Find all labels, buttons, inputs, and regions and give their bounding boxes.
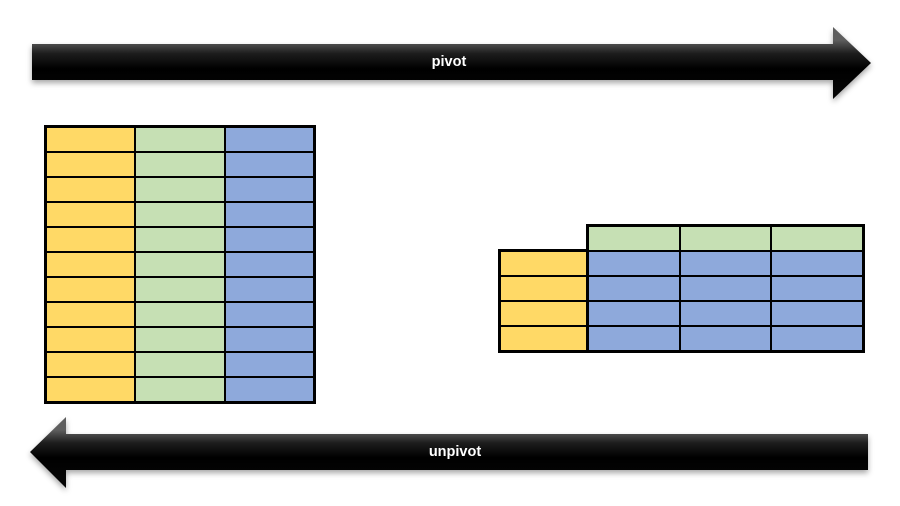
table-cell [225, 328, 313, 351]
table-cell [225, 253, 313, 276]
table-cell [772, 277, 862, 300]
table-cell [225, 353, 313, 376]
table-cell [589, 277, 679, 300]
table-cell [47, 278, 135, 301]
table-cell [136, 353, 224, 376]
table-cell [225, 278, 313, 301]
table-cell [47, 253, 135, 276]
unpivot-arrow-shape [30, 417, 868, 488]
unpivot-arrow: unpivot [30, 417, 868, 488]
wide-table-key-column [498, 249, 589, 353]
tall-table [44, 125, 316, 404]
table-cell [680, 227, 771, 250]
table-cell [47, 303, 135, 326]
unpivot-arrow-label: unpivot [429, 444, 482, 460]
table-cell [47, 128, 135, 151]
table-cell [136, 153, 224, 176]
pivot-arrow-label: pivot [432, 54, 467, 70]
table-cell [225, 228, 313, 251]
table-cell [136, 303, 224, 326]
table-cell [225, 303, 313, 326]
table-cell [589, 327, 679, 350]
table-cell [136, 178, 224, 201]
table-cell [772, 227, 862, 250]
table-cell [136, 203, 224, 226]
table-cell [589, 252, 679, 275]
table-cell [136, 278, 224, 301]
pivot-arrow: pivot [32, 27, 871, 99]
table-cell [225, 378, 313, 401]
table-cell [589, 227, 679, 250]
table-cell [136, 228, 224, 251]
table-cell [136, 253, 224, 276]
table-cell [501, 252, 586, 275]
table-cell [47, 353, 135, 376]
table-cell [680, 302, 771, 325]
table-cell [47, 153, 135, 176]
table-cell [225, 203, 313, 226]
table-cell [680, 327, 771, 350]
table-cell [772, 252, 862, 275]
table-cell [136, 128, 224, 151]
table-cell [589, 302, 679, 325]
table-cell [47, 178, 135, 201]
table-cell [225, 128, 313, 151]
table-cell [501, 302, 586, 325]
table-cell [136, 378, 224, 401]
table-cell [772, 302, 862, 325]
table-cell [680, 277, 771, 300]
table-cell [47, 328, 135, 351]
table-cell [47, 228, 135, 251]
table-cell [680, 252, 771, 275]
pivot-arrow-shape [32, 27, 871, 99]
table-cell [47, 378, 135, 401]
table-cell [772, 327, 862, 350]
table-cell [47, 203, 135, 226]
table-cell [225, 178, 313, 201]
table-cell [136, 328, 224, 351]
table-cell [501, 277, 586, 300]
table-cell [501, 327, 586, 350]
table-cell [225, 153, 313, 176]
wide-table-header-and-values [586, 224, 865, 353]
